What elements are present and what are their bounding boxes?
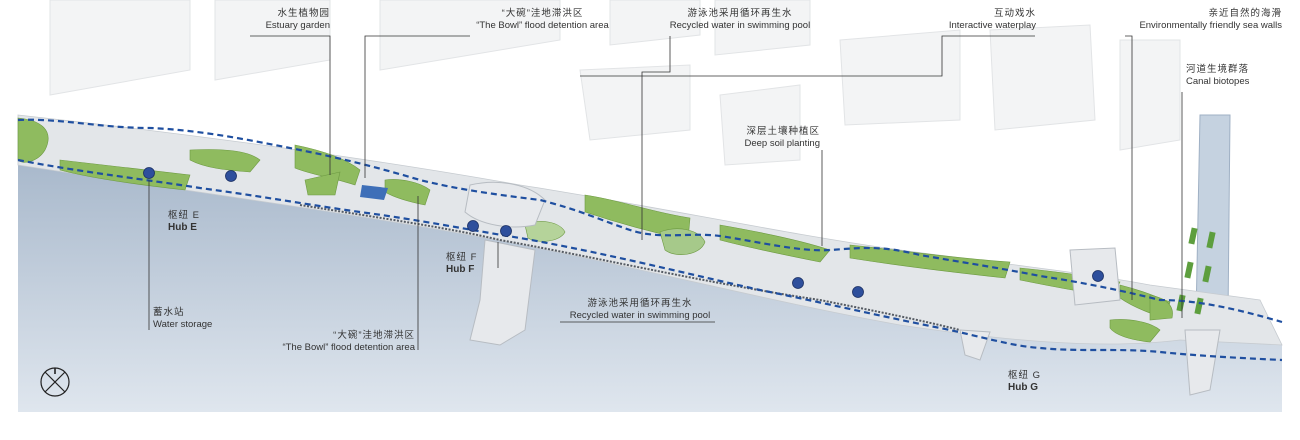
label-en: Environmentally friendly sea walls — [1139, 20, 1282, 31]
label-zh: “大碗”洼地滞洪区 — [333, 330, 415, 341]
hub-f-marker — [500, 225, 512, 237]
hub-marker — [792, 277, 804, 289]
label-hub-g: 枢纽 G Hub G — [1008, 370, 1041, 394]
hub-e-marker — [143, 167, 155, 179]
city-blocks — [49, 0, 1181, 166]
promenade-edge-path — [17, 118, 1283, 324]
hub-marker — [852, 286, 864, 298]
label-hub-f: 枢纽 F Hub F — [446, 252, 477, 276]
label-zh: 枢纽 E — [168, 210, 200, 221]
sea-wall — [299, 204, 961, 331]
label-en: Recycled water in swimming pool — [569, 310, 711, 321]
label-zh: 互动戏水 — [993, 8, 1036, 19]
label-zh: 河道生境群落 — [1186, 64, 1250, 75]
shore-edge-path — [17, 158, 1283, 362]
label-water-storage: 蓄水站 Water storage — [153, 307, 212, 331]
label-en: Deep soil planting — [744, 138, 820, 149]
label-en: Hub E — [168, 222, 197, 233]
label-waterplay: 互动戏水 Interactive waterplay — [920, 8, 1036, 32]
label-canal: 河道生境群落 Canal biotopes — [1186, 64, 1249, 88]
bowl-pool — [360, 185, 388, 200]
hub-markers — [143, 167, 1104, 298]
green-planting — [17, 117, 1173, 343]
pier — [464, 181, 1221, 396]
hub-marker — [467, 220, 479, 232]
label-en: “The Bowl” flood detention area — [282, 342, 415, 353]
label-sea-walls: 亲近自然的海滑 Environmentally friendly sea wal… — [1100, 8, 1282, 32]
label-zh: 枢纽 G — [1008, 370, 1042, 381]
label-en: Recycled water in swimming pool — [669, 20, 811, 31]
label-pool-top: 游泳池采用循环再生水 Recycled water in swimming po… — [650, 8, 830, 32]
label-zh: 游泳池采用循环再生水 — [587, 298, 693, 309]
label-zh: 水生植物园 — [277, 8, 330, 19]
label-bowl-top: “大碗”洼地滞洪区 “The Bowl” flood detention are… — [455, 8, 630, 32]
label-zh: 蓄水站 — [153, 307, 185, 318]
label-en: Canal biotopes — [1186, 76, 1250, 87]
label-en: Estuary garden — [265, 20, 330, 31]
roads — [196, 0, 1114, 191]
leader-lines — [148, 35, 1183, 350]
label-en: Hub G — [1008, 382, 1038, 393]
label-hub-e: 枢纽 E Hub E — [168, 210, 200, 234]
label-en: Water storage — [153, 319, 213, 330]
north-arrow-icon — [40, 367, 70, 397]
label-zh: “大碗”洼地滞洪区 — [501, 8, 584, 19]
label-pool-bottom: 游泳池采用循环再生水 Recycled water in swimming po… — [555, 298, 725, 322]
label-zh: 亲近自然的海滑 — [1208, 8, 1282, 19]
hub-g-marker — [1092, 270, 1104, 282]
hub-marker — [225, 170, 237, 182]
canal-water — [1195, 114, 1231, 319]
label-en: Interactive waterplay — [948, 20, 1036, 31]
label-zh: 深层土壤种植区 — [746, 126, 820, 137]
canal-biotopes — [1176, 227, 1216, 315]
label-deep-soil: 深层土壤种植区 Deep soil planting — [700, 126, 820, 150]
label-zh: 游泳池采用循环再生水 — [687, 8, 793, 19]
label-en: “The Bowl” flood detention area — [476, 20, 609, 31]
label-bowl-bottom: “大碗”洼地滞洪区 “The Bowl” flood detention are… — [240, 330, 415, 354]
label-estuary-garden: 水生植物园 Estuary garden — [230, 8, 330, 32]
label-en: Hub F — [446, 264, 475, 275]
label-zh: 枢纽 F — [446, 252, 478, 263]
